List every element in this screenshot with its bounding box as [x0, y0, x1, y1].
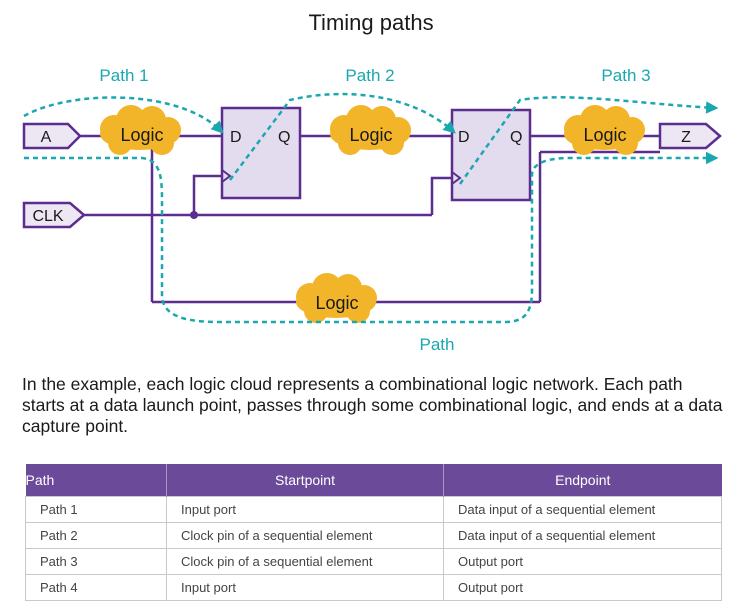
table-row: Path 2 Clock pin of a sequential element… — [25, 522, 722, 549]
flip-flop-2: D Q — [450, 108, 532, 202]
table-header-row: Path Startpoint Endpoint — [25, 464, 722, 497]
path-2-label: Path 2 — [345, 66, 394, 85]
logic-cloud-1: Logic — [100, 105, 181, 155]
logic-cloud-4-label: Logic — [315, 293, 358, 313]
logic-cloud-3: Logic — [564, 105, 645, 155]
flop-2-d-pin: D — [458, 129, 470, 146]
timing-diagram: Timing paths Path 1 Path 2 Path 3 Path D… — [22, 10, 722, 354]
cell-endpoint: Output port — [443, 548, 722, 575]
port-z-label: Z — [681, 129, 691, 146]
logic-cloud-3-label: Logic — [583, 125, 626, 145]
cell-path: Path 3 — [25, 548, 167, 575]
flop-2-q-pin: Q — [510, 129, 522, 146]
table-row: Path 3 Clock pin of a sequential element… — [25, 548, 722, 575]
table-row: Path 4 Input port Output port — [25, 574, 722, 601]
header-endpoint: Endpoint — [443, 464, 722, 497]
port-clk: CLK — [22, 201, 86, 229]
table-row: Path 1 Input port Data input of a sequen… — [25, 496, 722, 523]
flop-1-q-pin: Q — [278, 129, 290, 146]
cell-startpoint: Clock pin of a sequential element — [166, 548, 444, 575]
logic-cloud-1-label: Logic — [120, 125, 163, 145]
diagram-title: Timing paths — [308, 10, 433, 35]
cell-startpoint: Clock pin of a sequential element — [166, 522, 444, 549]
cell-startpoint: Input port — [166, 574, 444, 601]
timing-paths — [23, 92, 719, 324]
circuit-wires — [80, 134, 660, 304]
flop-1-d-pin: D — [230, 129, 242, 146]
path-1-curve — [23, 96, 224, 134]
port-a-label: A — [41, 129, 52, 146]
logic-cloud-2-label: Logic — [349, 125, 392, 145]
port-a: A — [22, 122, 82, 150]
flip-flop-1: D Q — [220, 106, 302, 200]
logic-cloud-4: Logic — [296, 273, 377, 323]
path-4-label: Path — [420, 335, 455, 354]
cell-endpoint: Data input of a sequential element — [443, 496, 722, 523]
description-text: In the example, each logic cloud represe… — [22, 374, 723, 436]
path-2-curve — [229, 92, 456, 181]
path-1-label: Path 1 — [99, 66, 148, 85]
cell-path: Path 1 — [25, 496, 167, 523]
port-clk-label: CLK — [32, 208, 63, 225]
cell-startpoint: Input port — [166, 496, 444, 523]
cell-endpoint: Output port — [443, 574, 722, 601]
header-startpoint: Startpoint — [166, 464, 444, 497]
cell-path: Path 2 — [25, 522, 167, 549]
clock-junction — [190, 211, 198, 219]
path-3-label: Path 3 — [601, 66, 650, 85]
path-4-curve — [24, 151, 719, 324]
port-z: Z — [658, 122, 722, 150]
cell-path: Path 4 — [25, 574, 167, 601]
cell-endpoint: Data input of a sequential element — [443, 522, 722, 549]
timing-paths-table: Path Startpoint Endpoint Path 1 Input po… — [25, 464, 722, 601]
header-path: Path — [25, 464, 167, 497]
logic-cloud-2: Logic — [330, 105, 411, 155]
